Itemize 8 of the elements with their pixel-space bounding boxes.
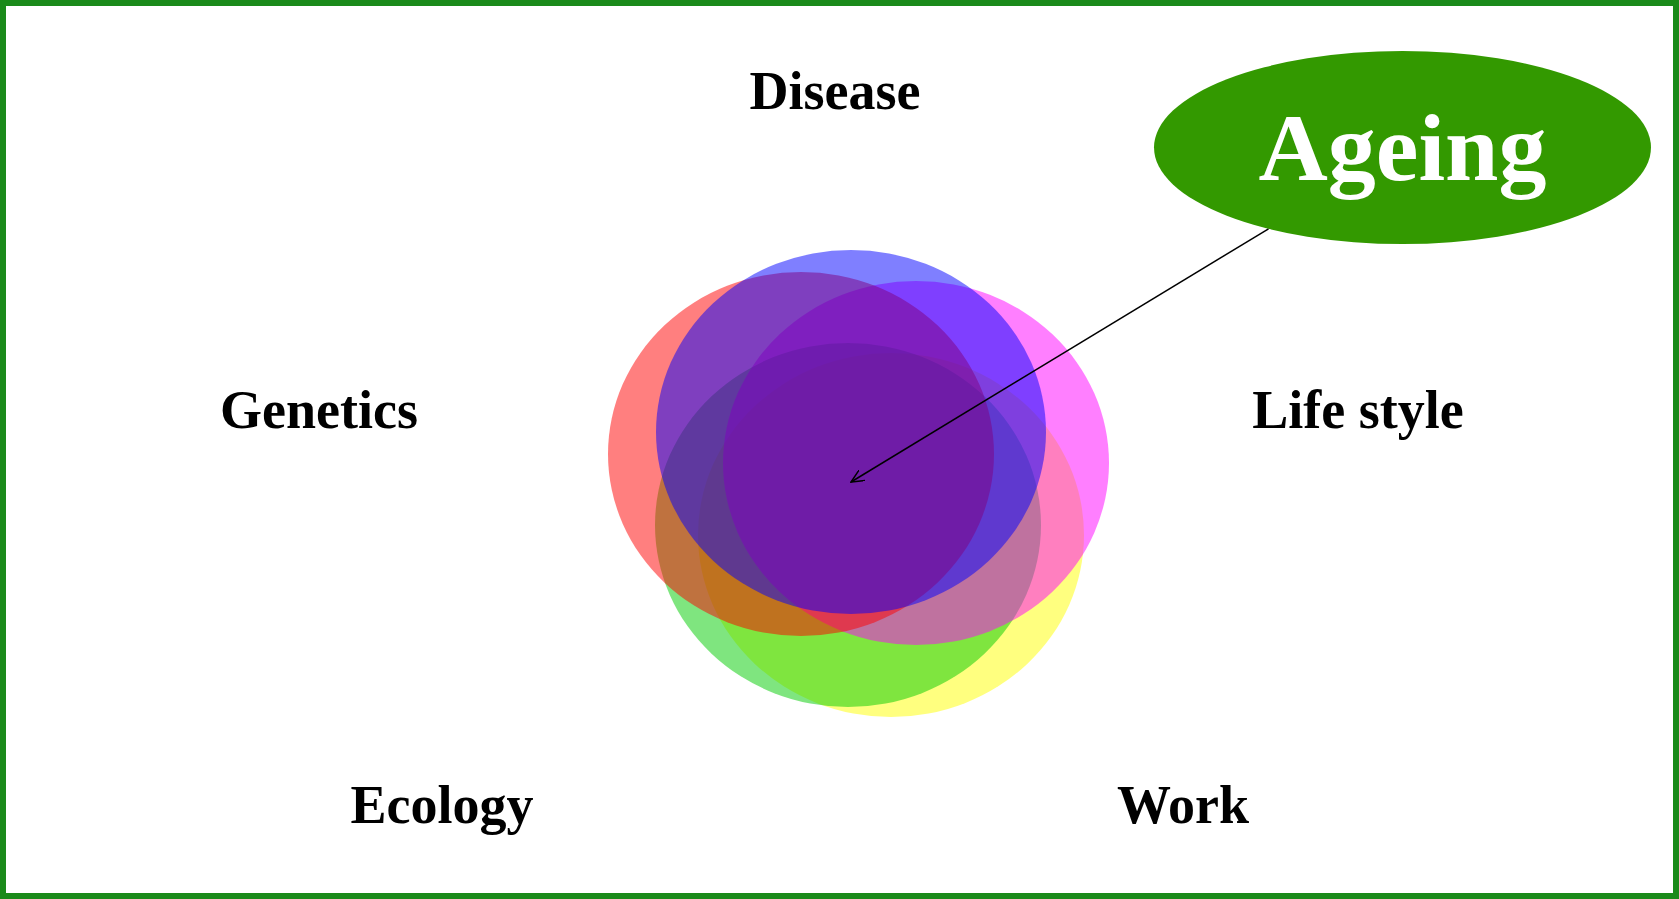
- category-label: Disease: [749, 60, 921, 122]
- category-label: Ecology: [350, 774, 534, 836]
- category-label: Work: [1117, 774, 1249, 836]
- arrow: [850, 228, 1270, 483]
- category-label: Genetics: [220, 379, 418, 441]
- label-ellipse: Ageing: [1154, 51, 1651, 244]
- category-label: Life style: [1252, 379, 1464, 441]
- venn-diagram-drawing: [608, 250, 1109, 717]
